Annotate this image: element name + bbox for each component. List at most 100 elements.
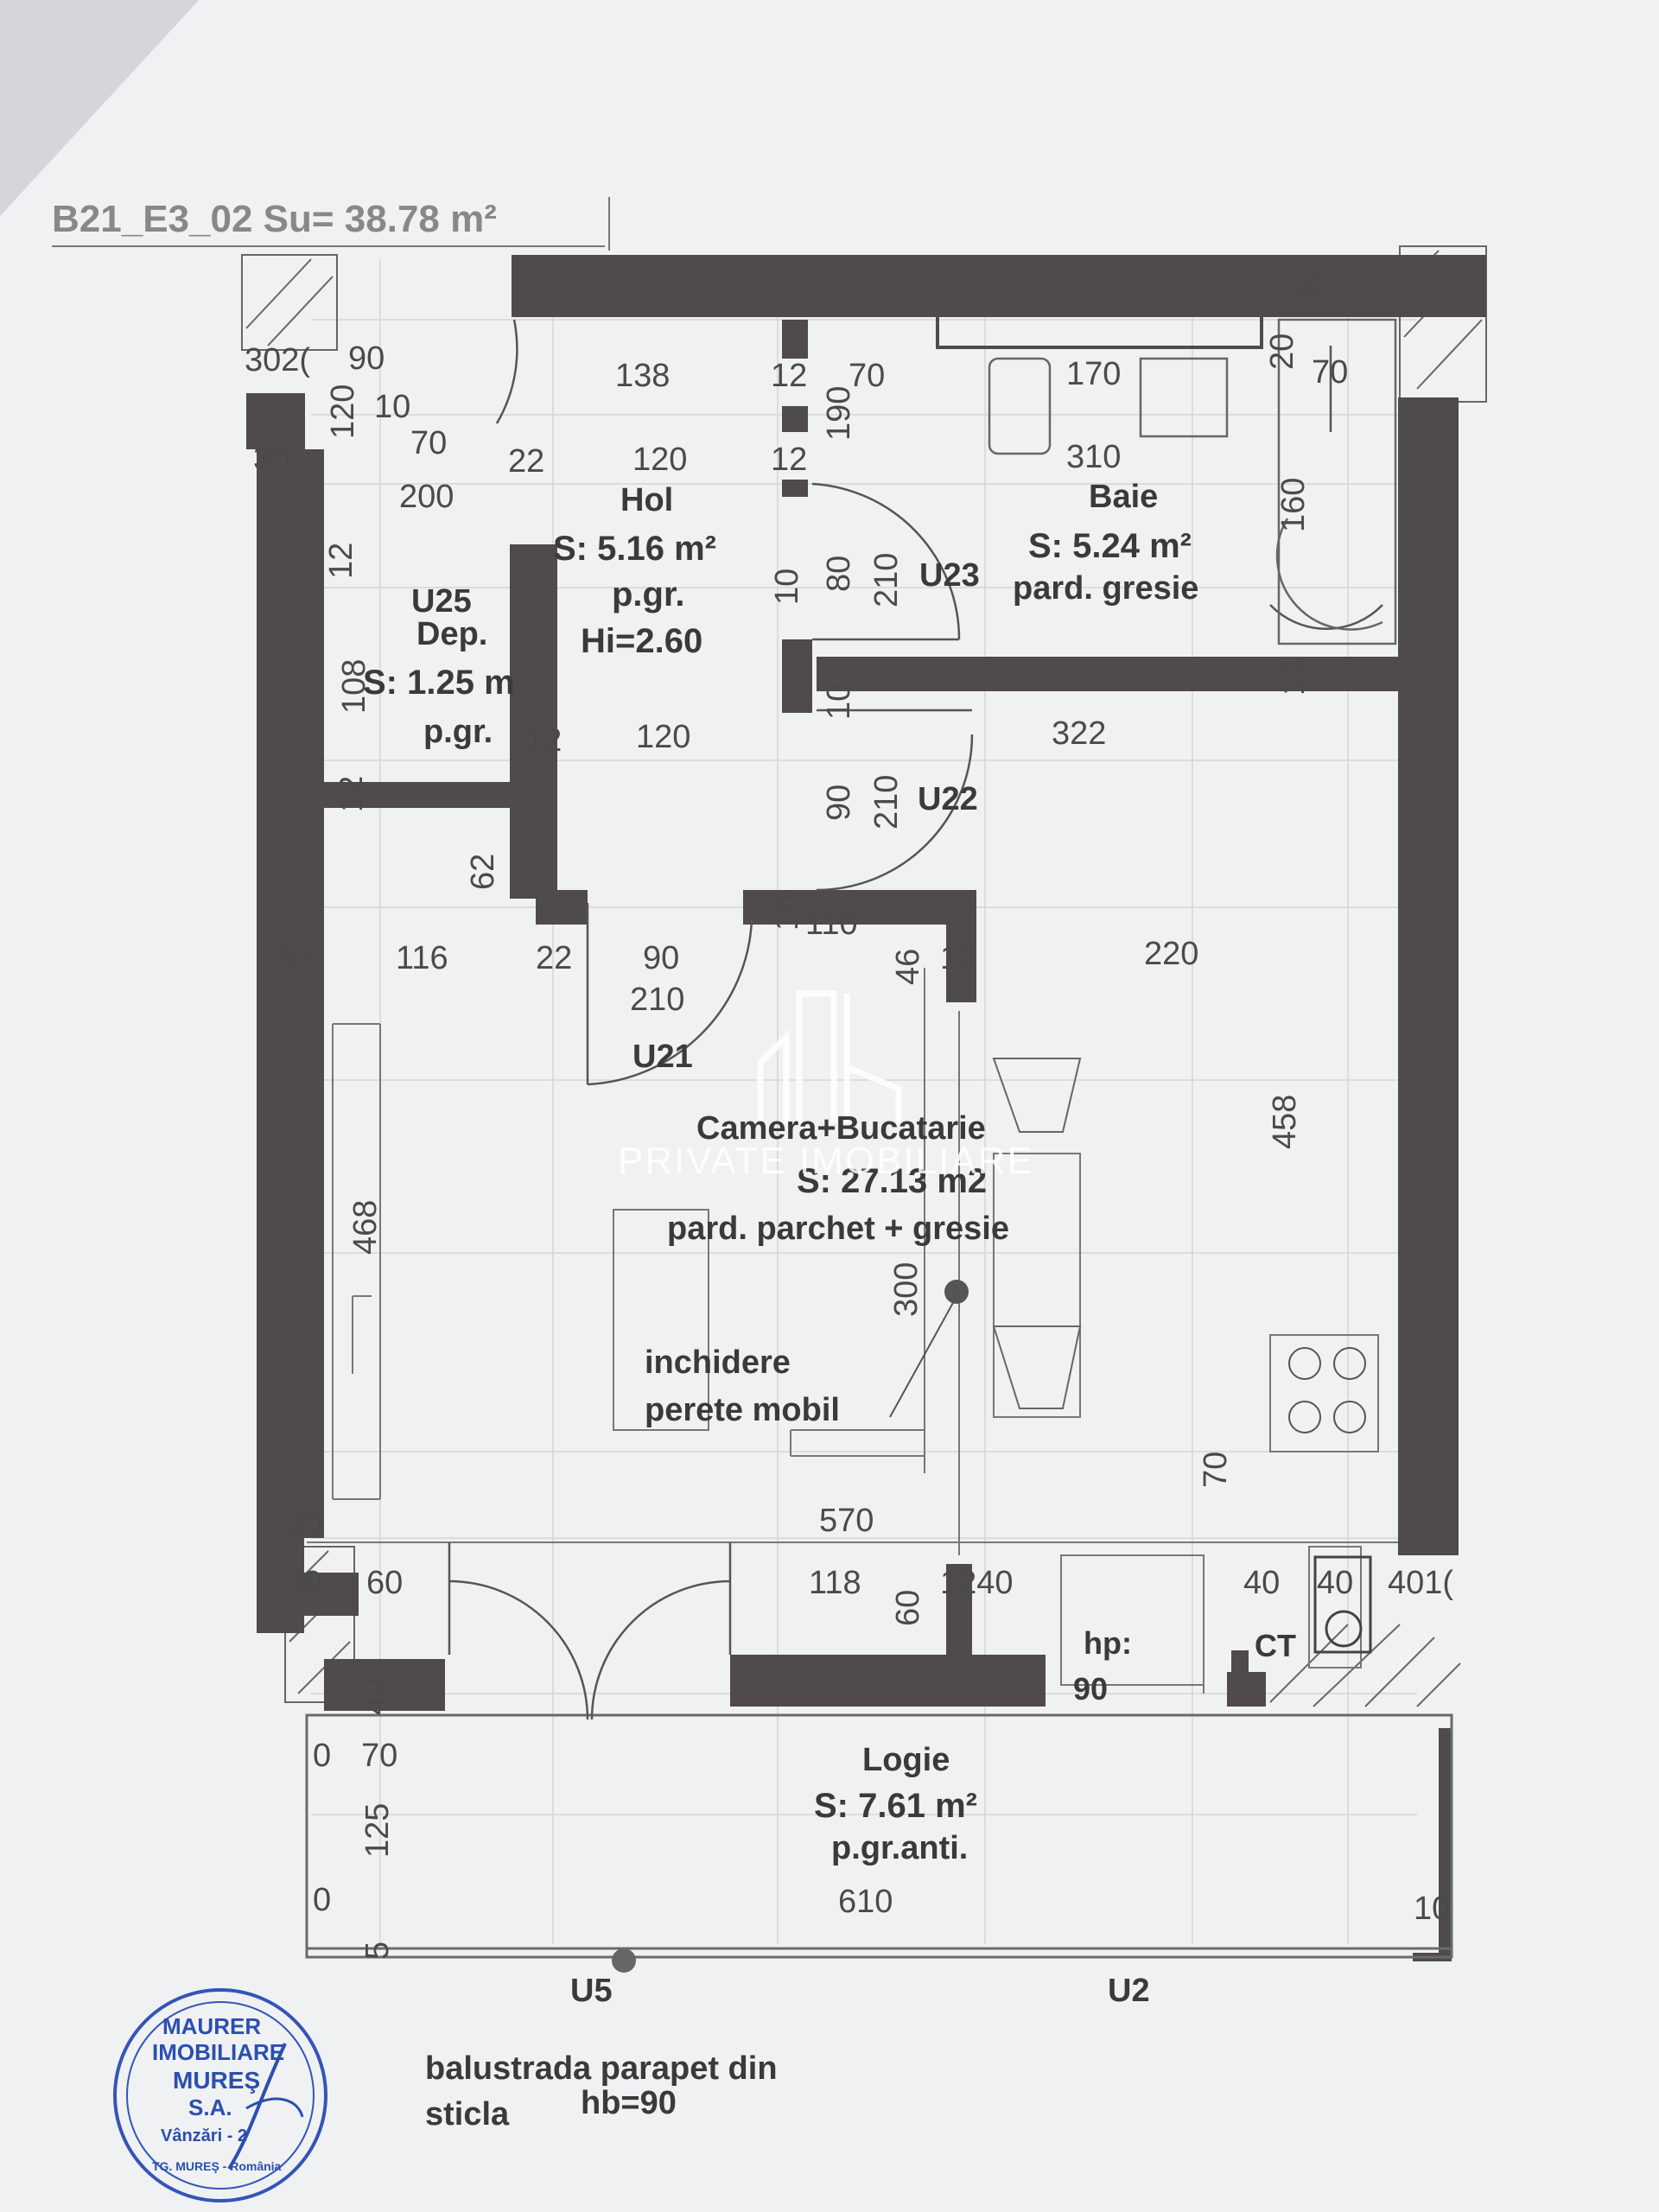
dim-label: 30 bbox=[253, 441, 290, 477]
dim-label: 70 bbox=[1312, 354, 1349, 391]
dim-label: 12 bbox=[334, 775, 370, 812]
note-railing-2: sticla bbox=[425, 2096, 510, 2133]
dim-label: 118 bbox=[809, 1565, 861, 1601]
dim-label: 30 bbox=[285, 1506, 322, 1542]
dim-label: 108 bbox=[336, 658, 372, 714]
walls bbox=[246, 255, 1486, 1961]
dim-label: 0 bbox=[313, 1738, 332, 1774]
dim-label: 12 bbox=[1275, 658, 1312, 696]
company-stamp bbox=[113, 1988, 327, 2202]
dim-label: 40 bbox=[357, 1678, 393, 1715]
dim-label: 22 bbox=[536, 940, 573, 976]
dim-label: 200 bbox=[399, 479, 454, 515]
dim-label: 610 bbox=[838, 1884, 893, 1920]
dim-label: 12 bbox=[771, 358, 808, 394]
room-hol-name: Hol bbox=[620, 482, 674, 518]
stamp-line-4: S.A. bbox=[188, 2094, 232, 2120]
dim-label: 302( bbox=[245, 342, 311, 378]
door-swings bbox=[448, 319, 1383, 1720]
dim-label: 10 bbox=[374, 389, 411, 425]
dim-label: 190 bbox=[821, 385, 857, 441]
dim-label: 210 bbox=[868, 774, 905, 830]
room-hol-area: S: 5.16 m² bbox=[553, 530, 716, 568]
dim-label: 10 bbox=[769, 568, 805, 605]
room-hol-height: Hi=2.60 bbox=[581, 622, 703, 660]
table-corner bbox=[0, 0, 199, 216]
dim-label: 30 bbox=[285, 1565, 322, 1601]
column-dot bbox=[944, 1280, 969, 1304]
note-hp-value: 90 bbox=[1073, 1671, 1109, 1707]
stamp-line-5: Vânzări - 2 bbox=[161, 2126, 248, 2145]
dim-label: 20 bbox=[1264, 333, 1300, 370]
dim-label: 60 bbox=[890, 1589, 926, 1626]
door-u22-label: U22 bbox=[918, 781, 978, 817]
dim-label: 30 bbox=[1290, 265, 1326, 302]
dim-label: 120 bbox=[632, 442, 688, 478]
room-camera-area: S: 27.13 m2 bbox=[797, 1162, 988, 1200]
dim-label: 12 bbox=[323, 542, 359, 579]
dim-label: 22 bbox=[508, 443, 545, 480]
dim-label: 90 bbox=[643, 940, 680, 976]
dim-label: 46 bbox=[890, 948, 926, 985]
note-hp: hp: bbox=[1084, 1625, 1132, 1661]
dim-label: 116 bbox=[396, 940, 448, 976]
dim-label: 120 bbox=[325, 384, 361, 439]
room-dep-area: S: 1.25 m bbox=[363, 664, 515, 702]
room-dep-name: Dep. bbox=[416, 616, 488, 652]
room-camera-name: Camera+Bucatarie bbox=[696, 1110, 986, 1147]
u5-dot bbox=[612, 1948, 636, 1973]
room-hol-floor: p.gr. bbox=[612, 575, 685, 613]
note-railing-1: balustrada parapet din bbox=[425, 2050, 778, 2087]
room-dep-floor: p.gr. bbox=[423, 714, 493, 750]
dim-label: 210 bbox=[630, 982, 685, 1018]
room-logie-area: S: 7.61 m² bbox=[814, 1787, 977, 1825]
dim-label: 220 bbox=[1144, 936, 1199, 972]
dim-label: 90 bbox=[821, 784, 857, 821]
dim-label: 30 bbox=[273, 940, 310, 976]
dim-label: 310 bbox=[1066, 439, 1122, 475]
dim-label: 401( bbox=[1388, 1565, 1454, 1601]
door-u25-label: U25 bbox=[411, 583, 472, 620]
dim-label: 70 bbox=[1198, 1451, 1234, 1488]
note-mobile-wall-2: perete mobil bbox=[645, 1392, 840, 1428]
dim-label: 458 bbox=[1267, 1094, 1303, 1149]
window-u2-label: U2 bbox=[1108, 1973, 1150, 2009]
dim-label: 70 bbox=[410, 425, 448, 461]
note-ct: CT bbox=[1255, 1628, 1296, 1663]
watermark-text: PRIVATE IMOBILIARE bbox=[618, 1140, 1034, 1182]
dim-label: 70 bbox=[849, 358, 886, 394]
dim-label: 62 bbox=[465, 853, 501, 890]
dim-label: 125 bbox=[359, 1802, 396, 1858]
dim-label: 300 bbox=[888, 1262, 925, 1317]
note-mobile-wall-1: inchidere bbox=[645, 1344, 791, 1381]
logie-outline bbox=[305, 1713, 1453, 1959]
dim-label: 570 bbox=[819, 1503, 874, 1539]
watermark-logo bbox=[757, 990, 902, 1123]
stamp-line-6: TG. MUREŞ - România bbox=[152, 2159, 282, 2173]
dim-label: 120 bbox=[636, 719, 691, 755]
room-baie-name: Baie bbox=[1089, 479, 1159, 515]
door-u23-label: U23 bbox=[919, 557, 980, 594]
dim-label: 10 bbox=[821, 683, 857, 720]
boiler bbox=[1313, 1555, 1372, 1654]
stamp-line-1: MAURER bbox=[162, 2013, 262, 2039]
dim-label: 0 bbox=[313, 1882, 332, 1918]
bathroom-fixtures bbox=[988, 318, 1397, 645]
dim-label: 12 bbox=[525, 722, 563, 759]
dim-label: 170 bbox=[1066, 356, 1122, 392]
dim-label: 60 bbox=[366, 1565, 404, 1601]
dim-label: 322 bbox=[1052, 715, 1107, 752]
dim-label: 80 bbox=[821, 555, 857, 592]
room-logie-name: Logie bbox=[862, 1742, 950, 1778]
kitchen-stove bbox=[1288, 1347, 1366, 1433]
dim-label: 90 bbox=[348, 340, 385, 377]
room-baie-floor: pard. gresie bbox=[1013, 570, 1199, 607]
room-baie-area: S: 5.24 m² bbox=[1028, 527, 1192, 565]
dim-label: 10 bbox=[769, 893, 805, 931]
door-u21-label: U21 bbox=[632, 1039, 693, 1075]
dim-label: 70 bbox=[361, 1738, 398, 1774]
note-railing-3: hb=90 bbox=[581, 2085, 677, 2121]
dim-label: 1240 bbox=[940, 1565, 1014, 1601]
